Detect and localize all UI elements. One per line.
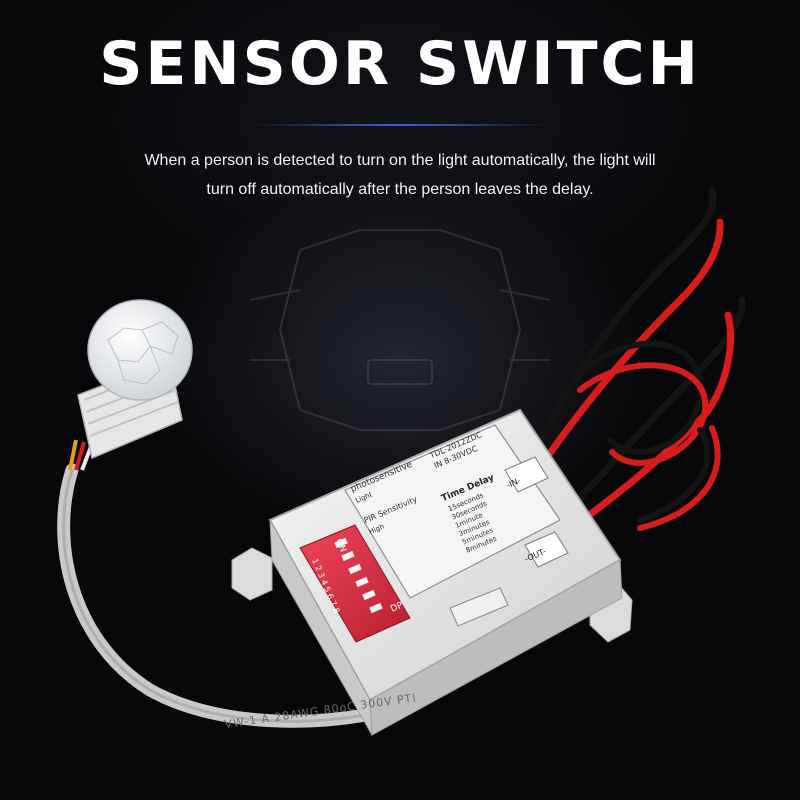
sensor-module: photosensitive Light PIR Sensitivity Hig… xyxy=(231,408,633,736)
power-wires xyxy=(524,186,746,544)
headline: SENSOR SWITCH xyxy=(99,29,701,99)
mounting-tab-left xyxy=(231,547,273,601)
caption-line-2: turn off automatically after the person … xyxy=(206,181,594,198)
sensor-lead-red xyxy=(74,441,86,471)
sensor-connector xyxy=(449,587,509,627)
caption: When a person is detected to turn on the… xyxy=(90,146,710,204)
headline-divider xyxy=(250,124,550,126)
caption-line-1: When a person is detected to turn on the… xyxy=(144,152,656,169)
sensor-lead-wires xyxy=(68,439,78,471)
dip-dp-label: DP xyxy=(389,601,405,615)
dip-on-label: ON xyxy=(333,537,348,554)
background-structure xyxy=(249,229,551,431)
port-in: -IN- xyxy=(504,456,549,493)
pir-sensor xyxy=(77,299,193,460)
port-out: -OUT- xyxy=(523,531,569,568)
